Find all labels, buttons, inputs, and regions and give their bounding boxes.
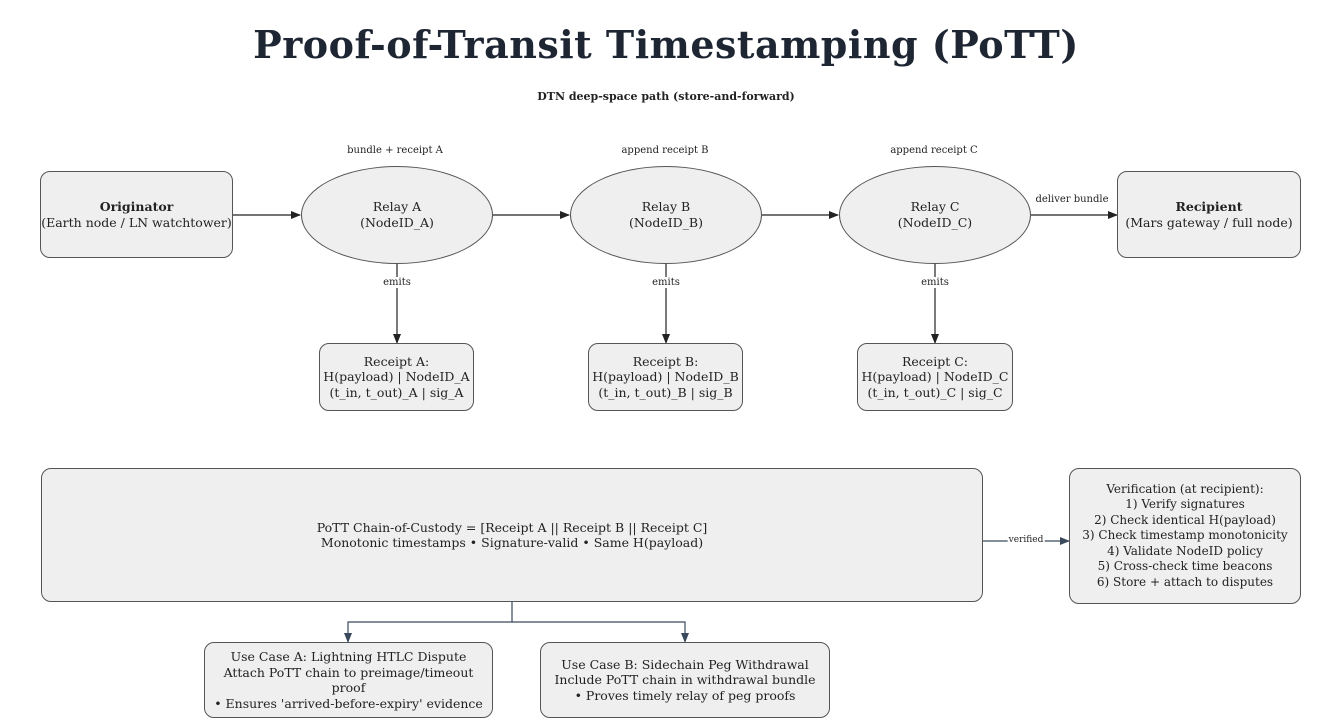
originator-node: Originator (Earth node / LN watchtower) — [40, 171, 233, 258]
use-case-a-title: Use Case A: Lightning HTLC Dispute — [230, 649, 467, 664]
label-emits-a: emits — [382, 277, 412, 288]
use-case-a: Use Case A: Lightning HTLC Dispute Attac… — [204, 642, 493, 718]
use-case-b-title: Use Case B: Sidechain Peg Withdrawal — [561, 656, 809, 672]
pott-chain-box: PoTT Chain-of-Custody = [Receipt A || Re… — [41, 468, 983, 602]
relay-a-name: Relay A — [372, 199, 422, 214]
label-append-receipt-b: append receipt B — [621, 145, 709, 156]
relay-b-name: Relay B — [641, 199, 691, 214]
verification-step: 3) Check timestamp monotonicity — [1082, 528, 1288, 543]
receipt-b-line1: H(payload) | NodeID_B — [592, 369, 739, 385]
receipt-c: Receipt C: H(payload) | NodeID_C (t_in, … — [857, 343, 1013, 411]
verification-step: 6) Store + attach to disputes — [1096, 574, 1274, 589]
chain-line1: PoTT Chain-of-Custody = [Receipt A || Re… — [316, 519, 708, 535]
use-case-b-line2: • Proves timely relay of peg proofs — [574, 687, 796, 703]
receipt-c-line2: (t_in, t_out)_C | sig_C — [867, 384, 1003, 400]
label-verified: verified — [1007, 535, 1045, 545]
verification-title: Verification (at recipient): — [1106, 481, 1264, 496]
receipt-a-line1: H(payload) | NodeID_A — [323, 369, 470, 385]
receipt-b: Receipt B: H(payload) | NodeID_B (t_in, … — [588, 343, 743, 411]
originator-name: Originator — [99, 199, 174, 214]
label-deliver-bundle: deliver bundle — [1035, 194, 1109, 205]
recipient-node: Recipient (Mars gateway / full node) — [1117, 171, 1301, 258]
label-bundle-receipt-a: bundle + receipt A — [347, 145, 443, 156]
recipient-name: Recipient — [1175, 199, 1243, 214]
verification-step: 2) Check identical H(payload) — [1094, 512, 1276, 527]
receipt-a: Receipt A: H(payload) | NodeID_A (t_in, … — [319, 343, 474, 411]
receipt-c-title: Receipt C: — [902, 353, 968, 369]
verification-box: Verification (at recipient): 1) Verify s… — [1069, 468, 1301, 604]
receipt-b-line2: (t_in, t_out)_B | sig_B — [598, 384, 733, 400]
use-case-b-line1: Include PoTT chain in withdrawal bundle — [554, 672, 816, 688]
receipt-a-title: Receipt A: — [363, 353, 430, 369]
receipt-a-line2: (t_in, t_out)_A | sig_A — [329, 384, 464, 400]
relay-b-node: Relay B (NodeID_B) — [570, 166, 762, 264]
diagram-subtitle: DTN deep-space path (store-and-forward) — [537, 90, 795, 103]
receipt-b-title: Receipt B: — [632, 353, 699, 369]
verification-step: 5) Cross-check time beacons — [1097, 559, 1273, 574]
recipient-desc: (Mars gateway / full node) — [1125, 214, 1293, 230]
relay-c-node: Relay C (NodeID_C) — [839, 166, 1031, 264]
use-case-a-line2: • Ensures 'arrived-before-expiry' eviden… — [214, 695, 483, 711]
relay-a-id: (NodeID_A) — [360, 215, 434, 230]
relay-c-name: Relay C — [910, 199, 960, 214]
use-case-b: Use Case B: Sidechain Peg Withdrawal Inc… — [540, 642, 830, 718]
diagram-title: Proof-of-Transit Timestamping (PoTT) — [253, 22, 1079, 67]
relay-c-id: (NodeID_C) — [897, 215, 973, 230]
label-emits-b: emits — [651, 277, 681, 288]
originator-desc: (Earth node / LN watchtower) — [41, 214, 232, 230]
label-emits-c: emits — [920, 277, 950, 288]
edge-chain-use-cases — [344, 602, 513, 643]
label-append-receipt-c: append receipt C — [890, 145, 978, 156]
verification-step: 4) Validate NodeID policy — [1107, 543, 1263, 558]
receipt-c-line1: H(payload) | NodeID_C — [861, 369, 1009, 385]
verification-step: 1) Verify signatures — [1125, 497, 1245, 512]
edge-chain-use-case-b — [512, 621, 689, 643]
relay-a-node: Relay A (NodeID_A) — [301, 166, 493, 264]
use-case-a-line1: Attach PoTT chain to preimage/timeout pr… — [223, 664, 474, 696]
chain-line2: Monotonic timestamps • Signature-valid •… — [320, 535, 704, 550]
relay-b-id: (NodeID_B) — [628, 215, 703, 230]
